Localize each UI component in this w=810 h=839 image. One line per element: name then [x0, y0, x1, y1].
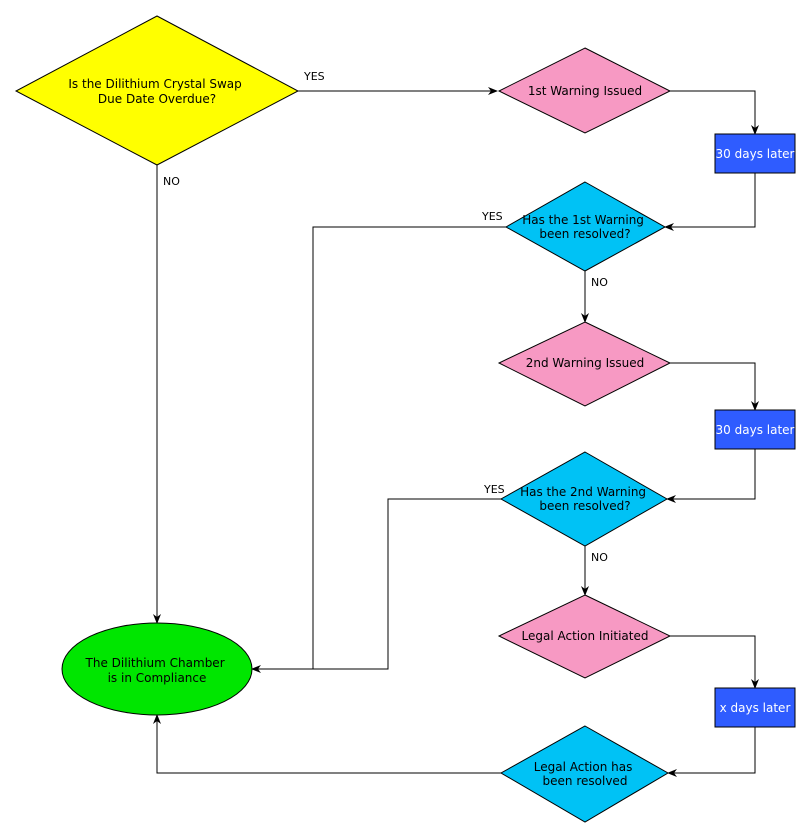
svg-text:Has the 2nd Warning be: Has the 2nd Warning been resolved?: [520, 485, 650, 513]
svg-text:Legal Action Initiated: Legal Action Initiated: [522, 629, 649, 643]
resolved-1-line-2: been resolved?: [539, 227, 630, 241]
terminal-compliance: The Dilithium Chamber is in Compliance: [61, 622, 253, 716]
label-resolved1-no: NO: [591, 276, 608, 289]
decision-resolved-1: Has the 1st Warning been resolved?: [504, 181, 667, 272]
warning-2-label: 2nd Warning Issued: [526, 356, 644, 370]
svg-text:Legal Action has been: Legal Action has been resolved: [534, 760, 636, 788]
process-legal-action: Legal Action Initiated: [497, 594, 672, 679]
wait-1-label: 30 days later: [716, 147, 795, 161]
edge-labels: YES NO YES NO YES NO: [163, 70, 608, 564]
wait-2-label: 30 days later: [716, 423, 795, 437]
decision-overdue-check: Is the Dilithium Crystal Swap Due Date O…: [14, 15, 300, 166]
resolved-2-line-2: been resolved?: [539, 499, 630, 513]
label-overdue-no: NO: [163, 175, 180, 188]
svg-text:Has the 1st Warning be: Has the 1st Warning been resolved?: [522, 213, 648, 241]
svg-text:30 days later: 30 days later: [716, 423, 795, 437]
svg-text:x days later: x days later: [720, 701, 791, 715]
edge-wait1-to-resolved1: [664, 173, 756, 231]
edge-resolved2-yes: [313, 498, 501, 670]
svg-text:1st Warning Issued: 1st Warning Issued: [528, 84, 642, 98]
decision-legal-resolved: Legal Action has been resolved: [499, 725, 669, 823]
legal-resolved-line-1: Legal Action has: [534, 760, 633, 774]
edges: [153, 87, 759, 777]
svg-text:30 days later: 30 days later: [716, 147, 795, 161]
legal-resolved-line-2: been resolved: [543, 774, 628, 788]
label-resolved1-yes: YES: [481, 210, 503, 223]
label-resolved2-no: NO: [591, 551, 608, 564]
edge-warning1-to-wait1: [670, 90, 759, 135]
process-warning-1: 1st Warning Issued: [497, 47, 672, 134]
overdue-check-line-2: Due Date Overdue?: [98, 92, 216, 106]
wait-box-1: 30 days later: [714, 133, 796, 174]
edge-waitx-to-legal-resolved: [667, 727, 756, 777]
edge-legal-to-waitx: [670, 635, 759, 689]
label-resolved2-yes: YES: [483, 483, 505, 496]
compliance-line-2: is in Compliance: [108, 671, 207, 685]
wait-box-2: 30 days later: [714, 409, 796, 450]
decision-resolved-2: Has the 2nd Warning been resolved?: [499, 451, 669, 547]
label-overdue-yes: YES: [303, 70, 325, 83]
svg-text:The Dilithium Chamber: The Dilithium Chamber is in Compliance: [85, 656, 229, 685]
wait-box-x: x days later: [714, 687, 796, 728]
resolved-2-line-1: Has the 2nd Warning: [520, 485, 646, 499]
edge-legal-resolved-to-compliance: [153, 714, 501, 774]
wait-x-label: x days later: [720, 701, 791, 715]
nodes: Is the Dilithium Crystal Swap Due Date O…: [14, 15, 796, 823]
edge-wait2-to-resolved2: [666, 449, 756, 503]
process-warning-2: 2nd Warning Issued: [497, 321, 672, 407]
svg-text:Is the Dilithium Crystal Swap: Is the Dilithium Crystal Swap Due Date O…: [68, 77, 245, 106]
overdue-check-line-1: Is the Dilithium Crystal Swap: [68, 77, 241, 91]
compliance-line-1: The Dilithium Chamber: [85, 656, 225, 670]
legal-action-label: Legal Action Initiated: [522, 629, 649, 643]
edge-warning2-to-wait2: [670, 362, 759, 411]
edge-resolved1-yes: [251, 226, 506, 673]
warning-1-label: 1st Warning Issued: [528, 84, 642, 98]
svg-text:2nd Warning Issued: 2nd Warning Issued: [526, 356, 644, 370]
resolved-1-line-1: Has the 1st Warning: [522, 213, 644, 227]
